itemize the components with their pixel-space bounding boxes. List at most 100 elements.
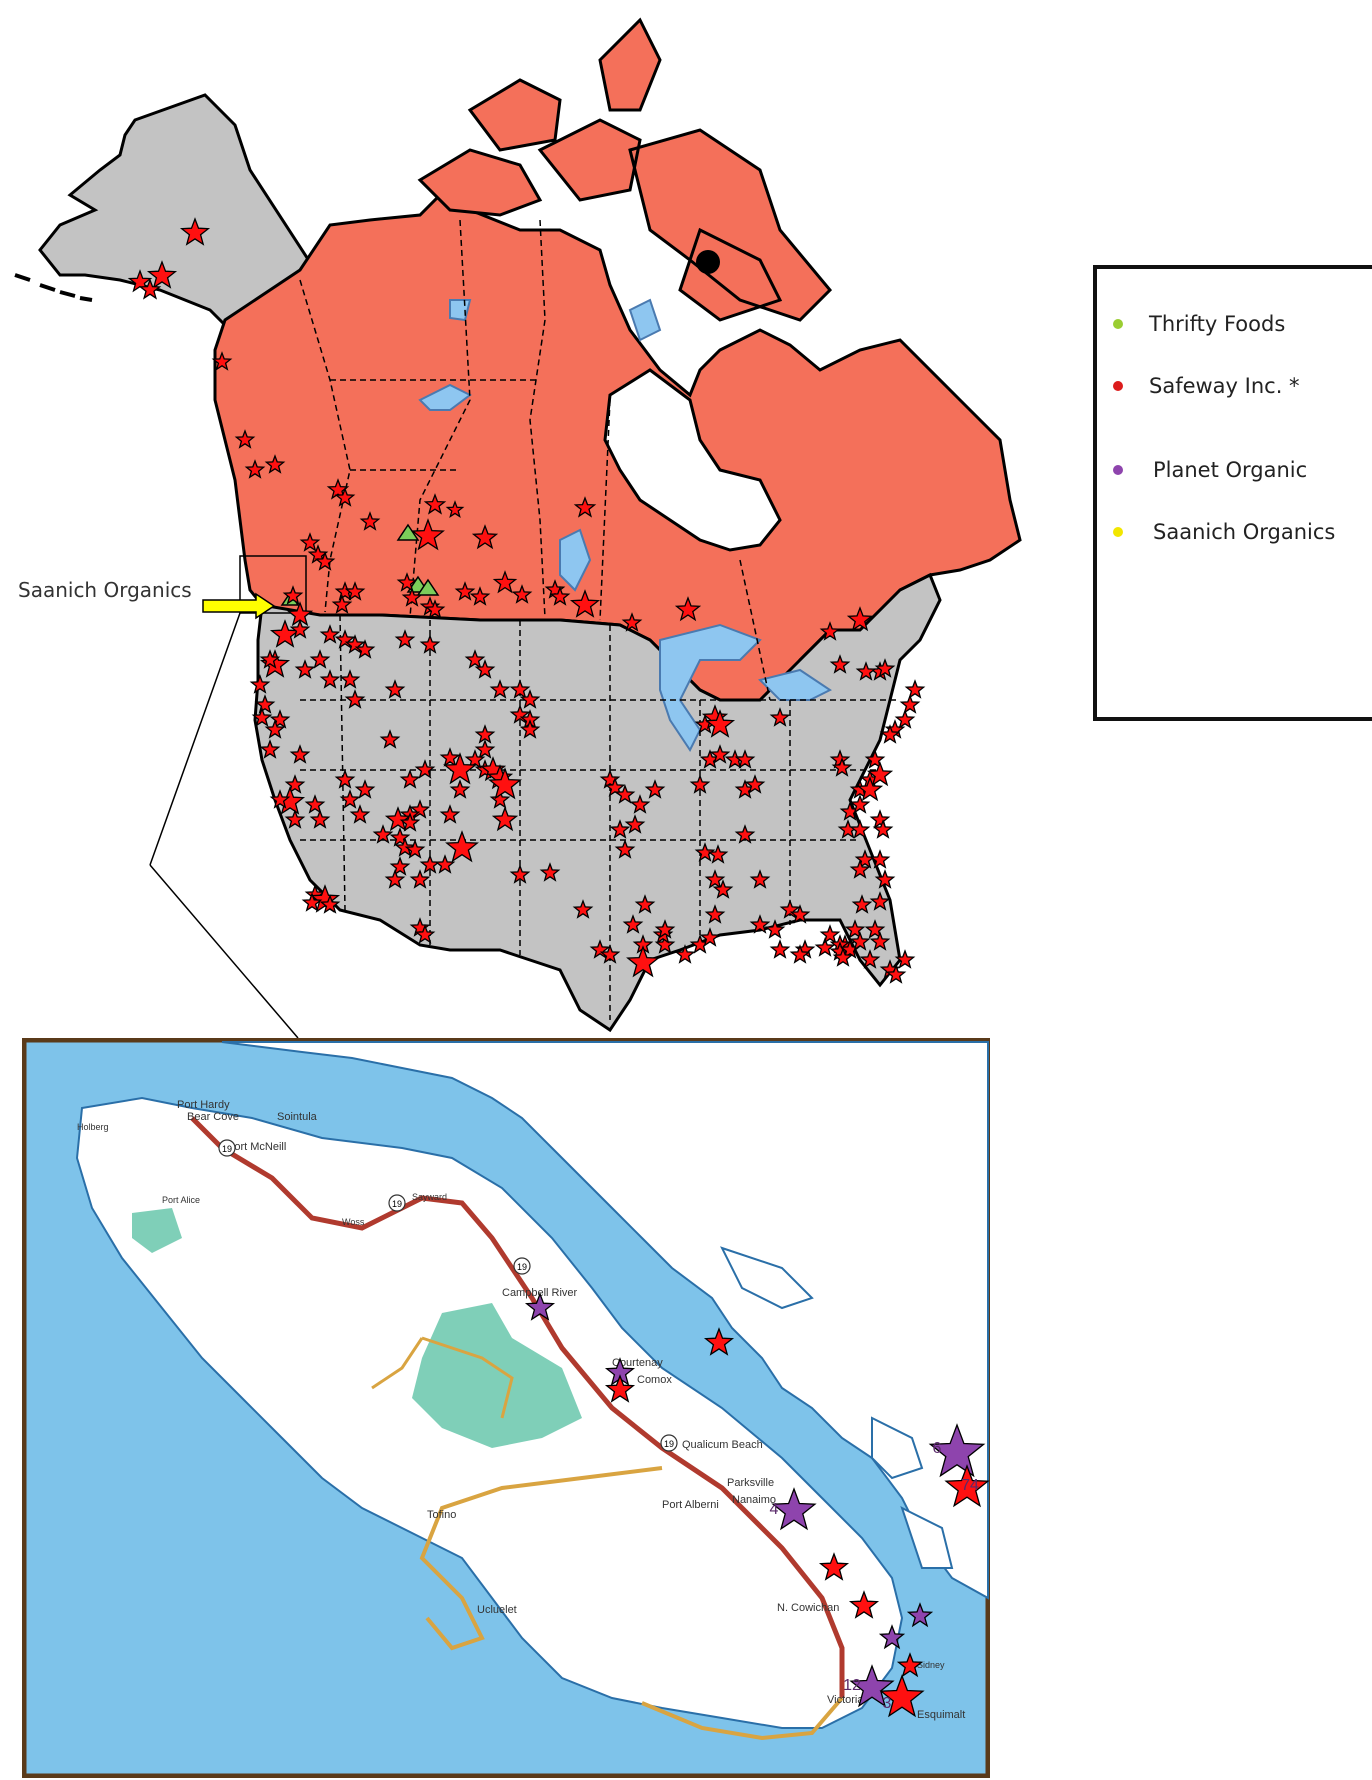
safeway-star-icon [294, 659, 316, 679]
safeway-star-icon [394, 629, 416, 649]
label-courtenay: Courtenay [612, 1357, 663, 1369]
red-dot-icon [1113, 381, 1123, 391]
safeway-star-icon [339, 669, 361, 689]
safeway-star-icon [464, 749, 486, 769]
safeway-star-icon [401, 587, 423, 607]
safeway-star-icon [334, 629, 356, 649]
safeway-star-icon [389, 827, 411, 847]
safeway-star-icon [301, 892, 323, 912]
safeway-star-icon [869, 809, 891, 829]
safeway-star-icon [609, 819, 631, 839]
safeway-star-icon [814, 937, 836, 957]
safeway-star-icon [819, 924, 841, 944]
legend-item-saanich-organics: Saanich Organics [1113, 517, 1335, 547]
safeway-star-icon [549, 586, 571, 606]
marker-number: 74 [961, 1477, 979, 1494]
safeway-star-icon [849, 819, 871, 839]
planet-organic-star-icon [878, 1624, 906, 1650]
shield-number: 19 [664, 1439, 674, 1449]
safeway-star-icon [409, 869, 431, 889]
safeway-star-icon [409, 799, 431, 819]
safeway-star-icon [704, 904, 726, 924]
safeway-star-icon [629, 794, 651, 814]
safeway-star-icon [319, 624, 341, 644]
legend-label: Safeway Inc. * [1149, 374, 1300, 398]
safeway-star-icon [254, 694, 276, 714]
safeway-star-icon [896, 1652, 924, 1678]
planet-organic-star-icon [906, 1602, 934, 1628]
safeway-star-icon [573, 496, 597, 518]
safeway-star-icon [874, 869, 896, 889]
safeway-star-icon [474, 739, 496, 759]
safeway-star-icon [469, 586, 491, 606]
safeway-star-icon [339, 789, 361, 809]
safeway-star-icon [894, 709, 916, 729]
marker-number: 12 [843, 1677, 861, 1694]
safeway-star-icon [282, 585, 304, 605]
safeway-star-icon [354, 639, 376, 659]
safeway-star-icon [251, 707, 273, 727]
safeway-star-icon [434, 854, 456, 874]
safeway-star-icon [734, 749, 756, 769]
safeway-star-icon [569, 589, 601, 618]
label-port-hardy: Port Hardy [177, 1099, 230, 1111]
safeway-star-icon [674, 944, 696, 964]
safeway-star-icon [899, 694, 921, 714]
safeway-star-icon [599, 769, 621, 789]
safeway-star-icon [864, 749, 886, 769]
safeway-star-icon [894, 949, 916, 969]
safeway-star-icon [872, 819, 894, 839]
safeway-star-icon [749, 914, 771, 934]
safeway-star-icon [572, 899, 594, 919]
safeway-star-icon [749, 869, 771, 889]
safeway-star-icon [869, 891, 891, 911]
boundary-lines [299, 219, 900, 1020]
safeway-star-icon [234, 429, 256, 449]
planet-organic-star-icon [524, 1292, 556, 1321]
safeway-star-icon [331, 594, 353, 614]
cape-scott-park [132, 1208, 182, 1253]
safeway-star-icon [411, 518, 445, 551]
safeway-star-icon [622, 914, 644, 934]
safeway-star-icon [464, 649, 486, 669]
safeway-star-icon [866, 761, 894, 787]
safeway-star-icon [599, 944, 621, 964]
green-dot-icon [1113, 319, 1123, 329]
safeway-star-icon [319, 894, 341, 914]
label-port-alice: Port Alice [162, 1195, 200, 1205]
safeway-star-icon [707, 844, 729, 864]
safeway-star-icon [818, 1552, 850, 1581]
safeway-star-icon [764, 919, 786, 939]
safeway-star-icon [423, 493, 447, 515]
safeway-star-icon [844, 919, 866, 939]
label-qualicum-beach: Qualicum Beach [682, 1439, 763, 1451]
safeway-star-icon [519, 689, 541, 709]
shield-number: 19 [392, 1199, 402, 1209]
safeway-star-icon [334, 769, 356, 789]
yellow-arrow [202, 592, 276, 620]
safeway-star-icon [344, 581, 366, 601]
safeway-star-icon [621, 612, 643, 632]
safeway-star-icon [489, 679, 511, 699]
safeway-star-icon [848, 1590, 880, 1619]
safeway-star-icon [509, 704, 531, 724]
label-port-mcneill: Port McNeill [227, 1141, 286, 1153]
vancouver-island-inset: Port Hardy Bear Cove Sointula Port McNei… [22, 1038, 990, 1778]
safeway-star-icon [539, 862, 561, 882]
purple-dot-icon [1113, 465, 1123, 475]
safeway-star-icon [454, 581, 476, 601]
saanich-organics-label: Saanich Organics [18, 578, 192, 602]
safeway-star-icon [604, 1374, 636, 1403]
safeway-star-icon [674, 596, 702, 622]
safeway-star-icon [849, 794, 871, 814]
safeway-star-icon [289, 744, 311, 764]
marker-number: 6 [933, 1440, 942, 1457]
shield-number: 19 [222, 1144, 232, 1154]
safeway-star-icon [344, 689, 366, 709]
safeway-star-icon [789, 944, 811, 964]
safeway-star-icon [869, 931, 891, 951]
safeway-star-icon [244, 459, 266, 479]
safeway-star-icon [284, 774, 306, 794]
safeway-star-icon [354, 779, 376, 799]
safeway-star-icon [704, 869, 726, 889]
